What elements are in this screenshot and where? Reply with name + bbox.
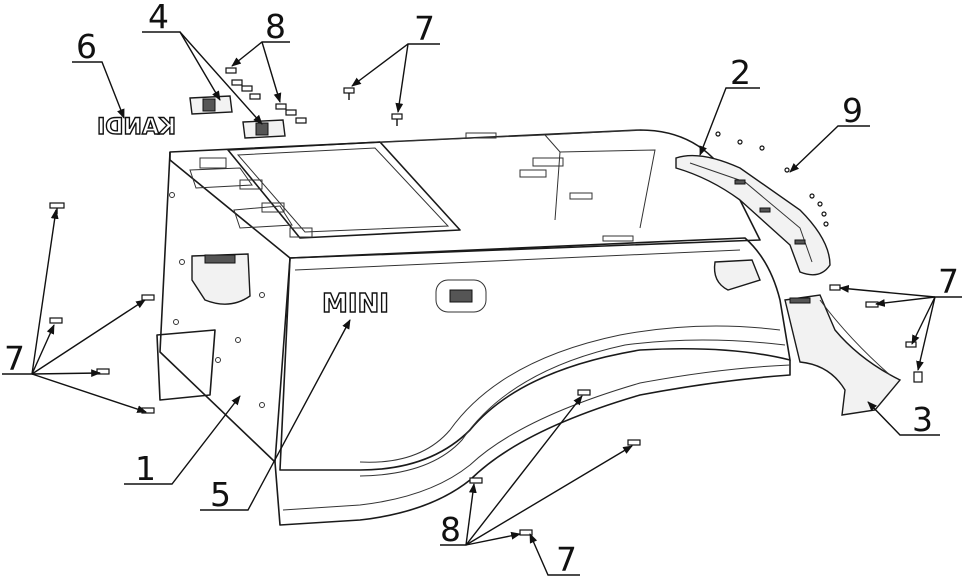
callout-3: 3 [912,400,933,439]
bolt-8-cluster-top [225,67,307,124]
callout-9: 9 [842,91,863,130]
bolt-7-right [829,284,923,383]
callout-4: 4 [148,0,169,36]
callout-7-right: 7 [938,262,959,301]
bolt-7-left-bottom [141,407,155,414]
screw-9-cluster [715,131,829,227]
bolt-7-left-low [49,317,63,324]
bolt-8-lower [469,389,641,536]
hinge-parts [189,95,286,139]
callout-7-left: 7 [4,339,25,378]
callout-7-top: 7 [414,9,435,48]
callout-8-top: 8 [265,7,286,46]
mini-emblem: MINI [322,289,389,319]
callout-labels: 1 2 3 4 5 6 7 7 7 7 8 8 9 [4,0,959,579]
callout-7-bottom: 7 [556,540,577,579]
kandi-emblem-group: KANDI [96,114,176,140]
bolt-7-left-mid [141,294,155,301]
callout-8-bottom: 8 [440,510,461,549]
bolt-7-left-top [49,202,65,214]
callout-5: 5 [210,475,231,514]
kandi-emblem: KANDI [97,115,176,140]
rear-body-shell [156,129,791,526]
bolt-7-top-b [391,113,403,126]
leader-lines [2,31,962,576]
fasteners [49,67,923,536]
callout-2: 2 [730,53,751,92]
bolt-7-top-a [343,87,355,100]
lower-rear-trim [784,294,902,416]
callout-1: 1 [135,449,156,488]
upper-rear-trim [675,154,831,276]
callout-6: 6 [76,27,97,66]
